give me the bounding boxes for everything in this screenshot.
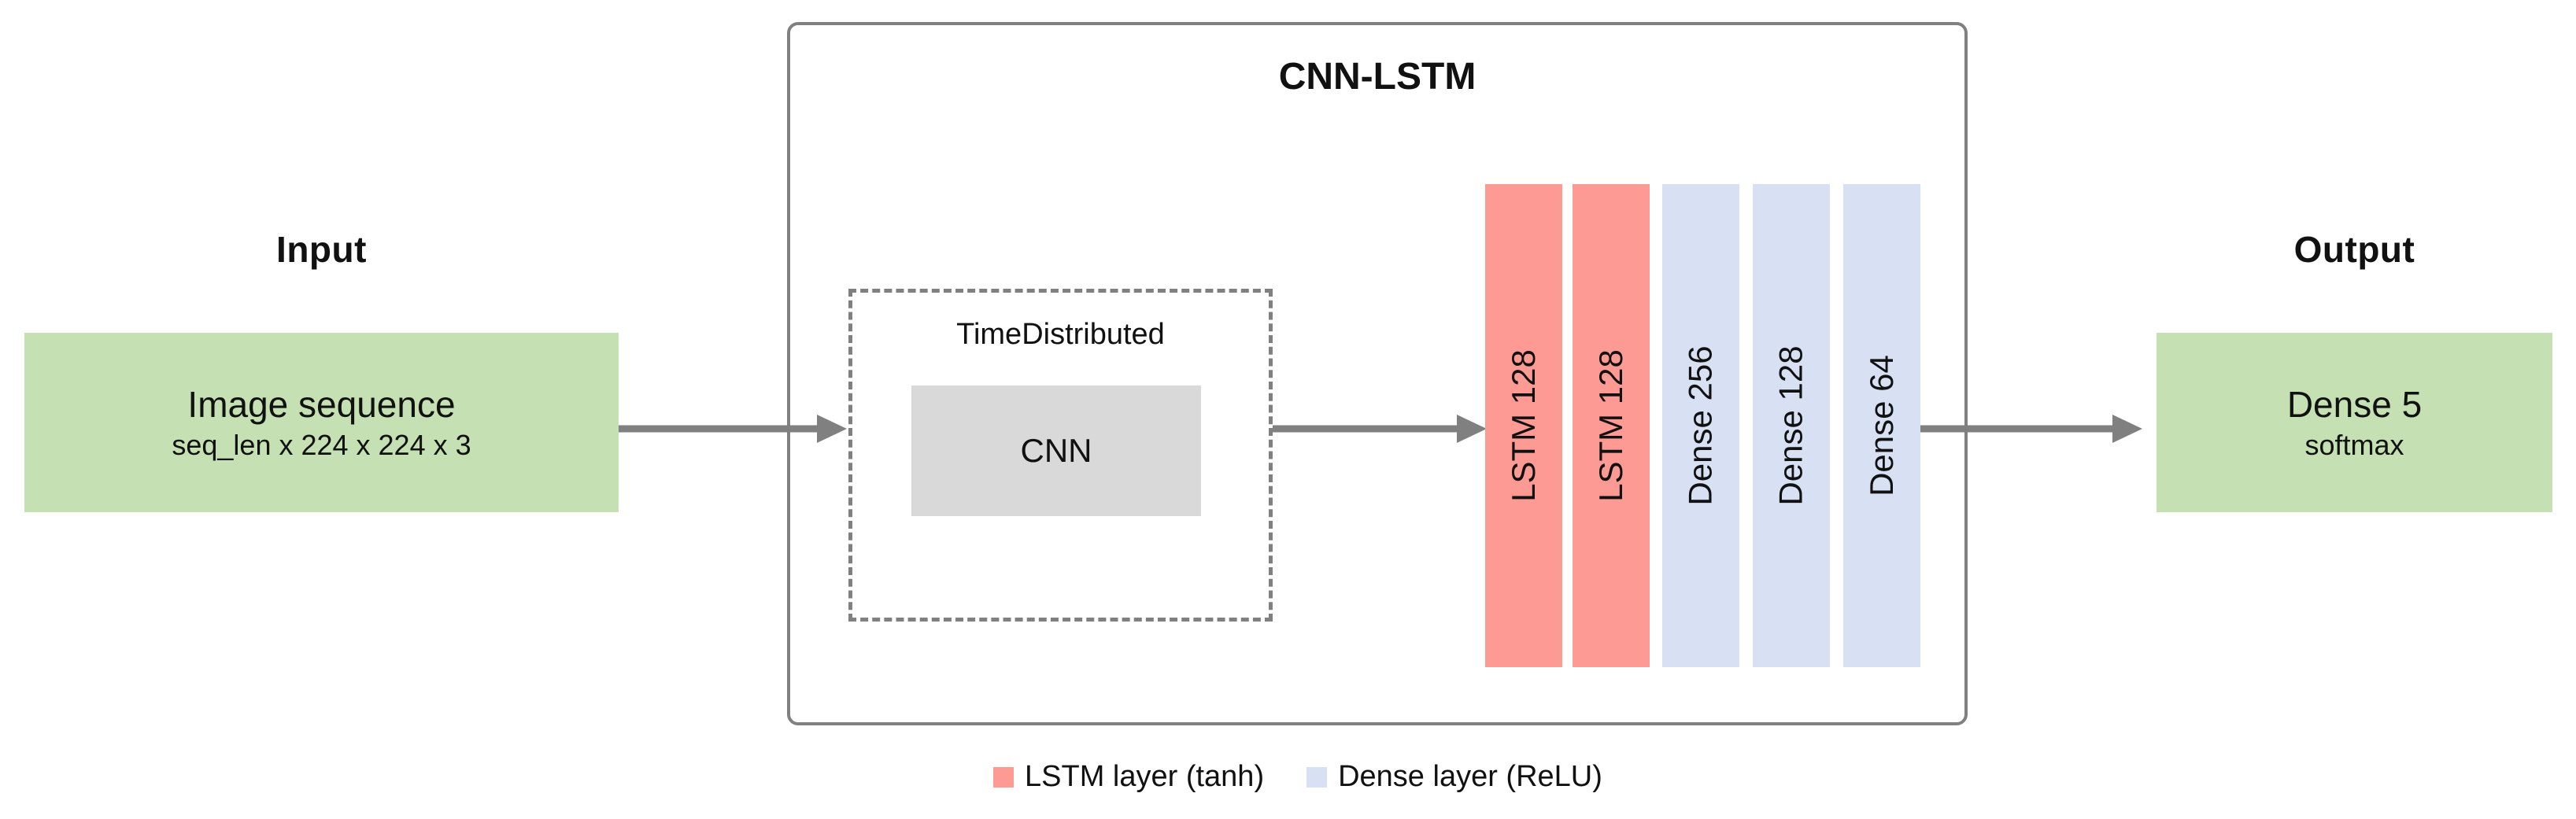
time-distributed-box: [848, 289, 1273, 622]
layer-bar-label: LSTM 128: [1592, 349, 1630, 502]
model-title: CNN-LSTM: [1278, 56, 1476, 98]
time-distributed-label: TimeDistributed: [956, 318, 1165, 351]
arrow-input-to-model: [619, 415, 847, 443]
layer-bar-label: LSTM 128: [1505, 349, 1543, 502]
legend: LSTM layer (tanh) Dense layer (ReLU): [993, 760, 1602, 794]
arrow-cnn-to-lstm: [1273, 415, 1487, 443]
input-box-line2: seq_len x 224 x 224 x 3: [172, 428, 471, 461]
output-box: Dense 5 softmax: [2157, 333, 2552, 512]
legend-label-lstm: LSTM layer (tanh): [1025, 760, 1265, 793]
cnn-lstm-container: [787, 22, 1968, 725]
output-box-line2: softmax: [2304, 428, 2404, 461]
layer-bar-dense-64: Dense 64: [1843, 184, 1920, 667]
input-box: Image sequence seq_len x 224 x 224 x 3: [24, 333, 619, 512]
layer-bar-lstm-128-2: LSTM 128: [1573, 184, 1650, 667]
layer-bar-label: Dense 64: [1863, 355, 1901, 496]
cnn-block: CNN: [911, 386, 1201, 516]
layer-bar-label: Dense 128: [1772, 345, 1809, 506]
layer-bar-lstm-128-1: LSTM 128: [1485, 184, 1562, 667]
layer-bar-dense-256: Dense 256: [1662, 184, 1739, 667]
legend-item-dense: Dense layer (ReLU): [1306, 760, 1602, 794]
layer-bar-dense-128: Dense 128: [1753, 184, 1830, 667]
legend-swatch-lstm-icon: [993, 766, 1014, 788]
output-caption: Output: [2293, 229, 2415, 270]
legend-item-lstm: LSTM layer (tanh): [993, 760, 1264, 794]
input-box-line1: Image sequence: [187, 383, 456, 425]
cnn-block-label: CNN: [1020, 432, 1092, 469]
layer-bar-label: Dense 256: [1682, 345, 1719, 506]
output-box-line1: Dense 5: [2286, 383, 2423, 425]
legend-swatch-dense-icon: [1306, 766, 1328, 788]
arrow-model-to-output: [1920, 415, 2142, 443]
input-caption: Input: [276, 229, 367, 270]
legend-label-dense: Dense layer (ReLU): [1338, 760, 1602, 793]
